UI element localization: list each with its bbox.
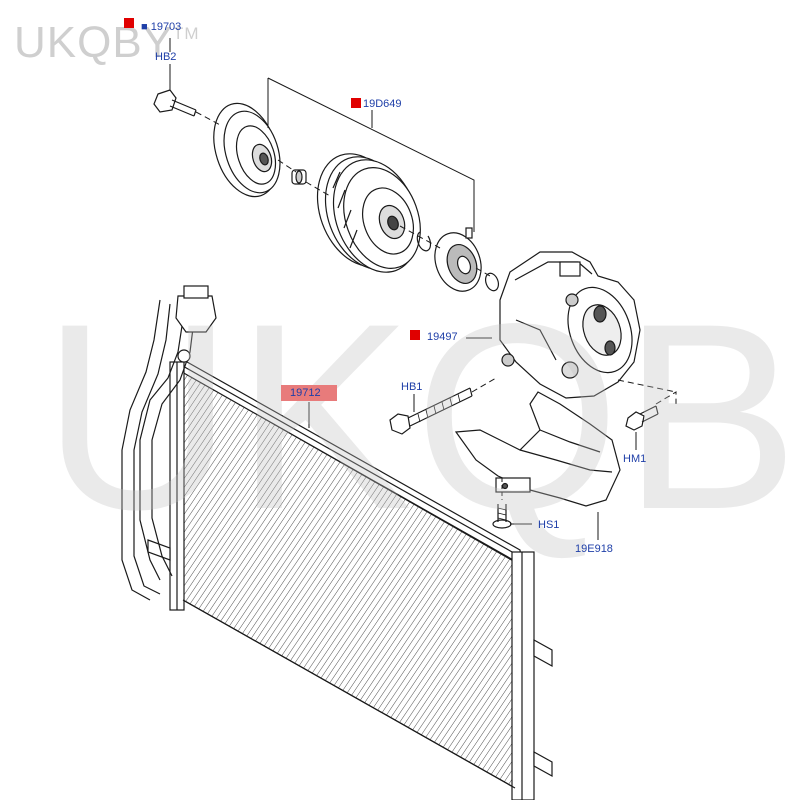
bolt-hm1: [625, 405, 659, 431]
callout-19703[interactable]: ■ 19703: [141, 21, 181, 34]
condenser-right-tank: [511, 551, 535, 800]
callout-hb2[interactable]: HB2: [155, 51, 177, 63]
condenser: [147, 356, 553, 800]
callout-19703-label: 19703: [150, 21, 182, 33]
field-coil-ring: [484, 272, 500, 292]
callout-19d649[interactable]: 19D649: [363, 98, 402, 110]
heat-shield: [454, 391, 621, 507]
stud-hs1: [492, 504, 512, 529]
callout-hb1[interactable]: HB1: [401, 381, 423, 393]
callout-19703-tick: ■: [141, 21, 151, 33]
callout-19712-highlight: [281, 385, 337, 401]
compressor: [499, 251, 641, 399]
bolt-hb1: [389, 387, 473, 435]
callout-hs1[interactable]: HS1: [538, 519, 560, 531]
spacer-ring: [291, 169, 307, 185]
flag-19497: [410, 330, 420, 340]
condenser-pipes: [121, 285, 217, 601]
clutch-plate: [213, 102, 281, 198]
flag-19703: [124, 18, 134, 28]
callout-19712[interactable]: 19712: [290, 387, 321, 399]
watermark-corner-tm: TM: [173, 24, 200, 43]
callout-19e918[interactable]: 19E918: [575, 543, 613, 555]
bolt-hb2: [153, 89, 197, 117]
field-coil: [434, 227, 482, 292]
watermark-corner: UKQBYTM: [14, 18, 200, 68]
pulley: [316, 153, 421, 273]
watermark-corner-brand: UKQBY: [14, 18, 174, 67]
callout-hm1[interactable]: HM1: [623, 453, 647, 465]
flag-19d649: [351, 98, 361, 108]
leader-lines: [169, 38, 677, 540]
callout-19497[interactable]: 19497: [427, 331, 458, 343]
